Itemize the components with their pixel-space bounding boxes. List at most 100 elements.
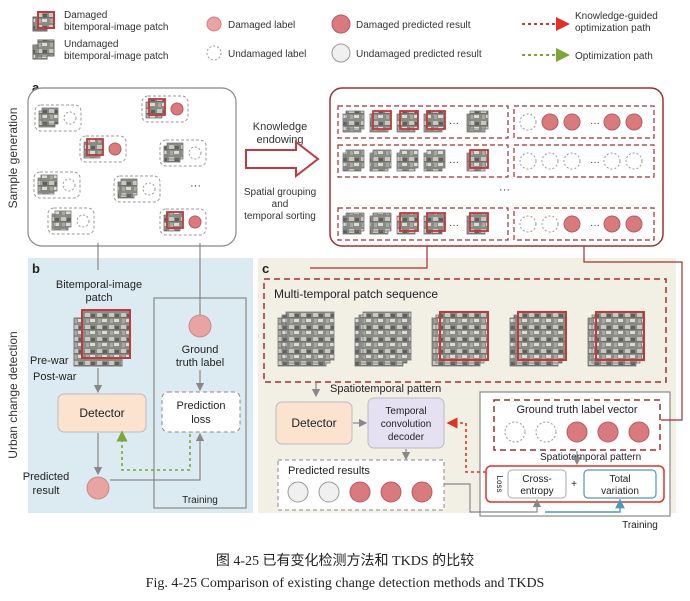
gt-vector-dots [504,421,650,443]
tcd-line3: decoder [388,432,425,443]
damaged-dot-icon [628,421,650,443]
legend-damaged-label: Damaged label [228,20,295,31]
ground-truth-dot-b [188,314,212,338]
legend-undamaged-predicted: Undamaged predicted result [356,49,482,60]
image-patch-front [54,210,72,228]
training-label-c: Training [622,520,658,531]
undamaged-dot-icon [76,214,90,228]
cross-entropy-line1: Cross- [522,474,551,485]
panel-c-letter: c [262,261,269,276]
knowledge-endowing-line1: Knowledge [253,121,307,133]
undamaged-dot-icon [519,152,537,170]
image-patch-front [120,178,138,196]
predicted-result-line2: result [33,485,60,497]
undamaged-dot-icon [504,421,526,443]
image-patch-icon [32,39,55,60]
image-patch-front [41,107,59,125]
panel-b: b Bitemporal-image patch Pre-war Post-wa… [23,243,253,513]
image-patch-front [40,174,58,192]
bitemporal-patch-line2: patch [86,292,113,304]
ground-truth-line2: truth label [176,357,224,369]
total-variation-box [583,469,657,499]
undamaged-dot-icon [625,152,643,170]
panel-c: c Multi-temporal patch sequence Spatiote… [258,246,683,531]
spatial-grouping-line2: and [272,199,289,210]
undamaged-dot-icon [331,43,351,63]
image-patch-front [469,149,489,169]
damaged-dot-icon [108,142,122,156]
detector-label-b: Detector [79,406,124,420]
row-ellipsis: ··· [449,157,459,168]
damaged-dot-icon [541,113,559,131]
image-patch-front [86,138,104,156]
detector-box-c [275,401,353,445]
panel-a-letter: a [32,80,40,95]
damaged-dot-icon [188,215,202,229]
sequence-title: Multi-temporal patch sequence [274,287,438,301]
temporal-convolution-decoder-box [367,397,445,449]
legend-undamaged-patch-line2: bitemporal-image patch [64,51,169,62]
cross-entropy-box [507,469,567,499]
row-ellipsis: ··· [449,220,459,231]
legend-undamaged-label: Undamaged label [228,49,306,60]
undamaged-dot-icon [603,152,621,170]
bitemporal-image-patch [73,309,131,367]
tcd-line2: convolution [381,419,432,430]
image-patch-front [345,212,365,232]
loss-label: Loss [495,476,504,493]
damaged-dot-icon [625,113,643,131]
gt-vector-title: Ground truth label vector [516,404,637,416]
image-patch-front [345,110,365,130]
image-patch-front [148,98,166,116]
image-patch-front [426,110,446,130]
plus-sign: + [571,479,577,490]
image-patch-front [345,149,365,169]
spatiotemporal-pattern-2: Spatiotemporal pattern [540,452,641,463]
undamaged-dot-icon [541,215,559,233]
image-patch-front [469,212,489,232]
knowledge-endowing-line2: endowing [256,134,303,146]
undamaged-dot-icon [535,421,557,443]
undamaged-dot-icon [519,113,537,131]
damaged-dot-icon [566,421,588,443]
image-patch-front [399,212,419,232]
undamaged-dot-icon [541,152,559,170]
panel-a: a ··· Knowledge endowing Spatial groupin… [27,80,664,247]
row-ellipsis: ··· [590,220,600,231]
undamaged-dot-icon [188,146,202,160]
damaged-dot-icon [563,215,581,233]
damaged-dot-icon [206,16,222,32]
image-patch-front [426,212,446,232]
damaged-dot-icon [603,215,621,233]
sequence-patches [277,311,645,367]
legend-knowledge-path-line1: Knowledge-guided [575,11,658,22]
post-war-label: Post-war [33,371,77,383]
sequence-patch [517,311,567,361]
legend-damaged-predicted: Damaged predicted result [356,20,471,31]
sequence-patch [595,311,645,361]
ground-truth-line1: Ground [182,344,219,356]
legend: Damaged bitemporal-image patch Undamaged… [32,10,658,63]
legend-damaged-patch-line1: Damaged [64,10,107,21]
damaged-dot-icon [625,215,643,233]
undamaged-dot-icon [63,111,77,125]
legend-undamaged-patch-line1: Undamaged [64,39,118,50]
image-patch-front [399,149,419,169]
side-label-urban-change-detection: Urban change detection [6,331,20,458]
training-label-b: Training [182,495,218,506]
comparison-diagram: Damaged bitemporal-image patch Undamaged… [6,10,683,531]
sequence-patch [285,311,335,361]
prediction-loss-line1: Prediction [177,400,226,412]
pre-war-label: Pre-war [30,355,69,367]
predicted-result-dot-b [86,476,110,500]
undamaged-dot-icon [142,182,156,196]
damaged-dot-icon [380,481,402,503]
prediction-loss-line2: loss [191,414,211,426]
predicted-result-line1: Predicted [23,471,69,483]
panel-b-letter: b [32,261,40,276]
damaged-dot-icon [603,113,621,131]
total-variation-line1: Total [609,474,630,485]
rows-ellipsis: ··· [499,184,510,196]
sequence-patch [362,311,412,361]
bitemporal-patch-line1: Bitemporal-image [56,279,142,291]
